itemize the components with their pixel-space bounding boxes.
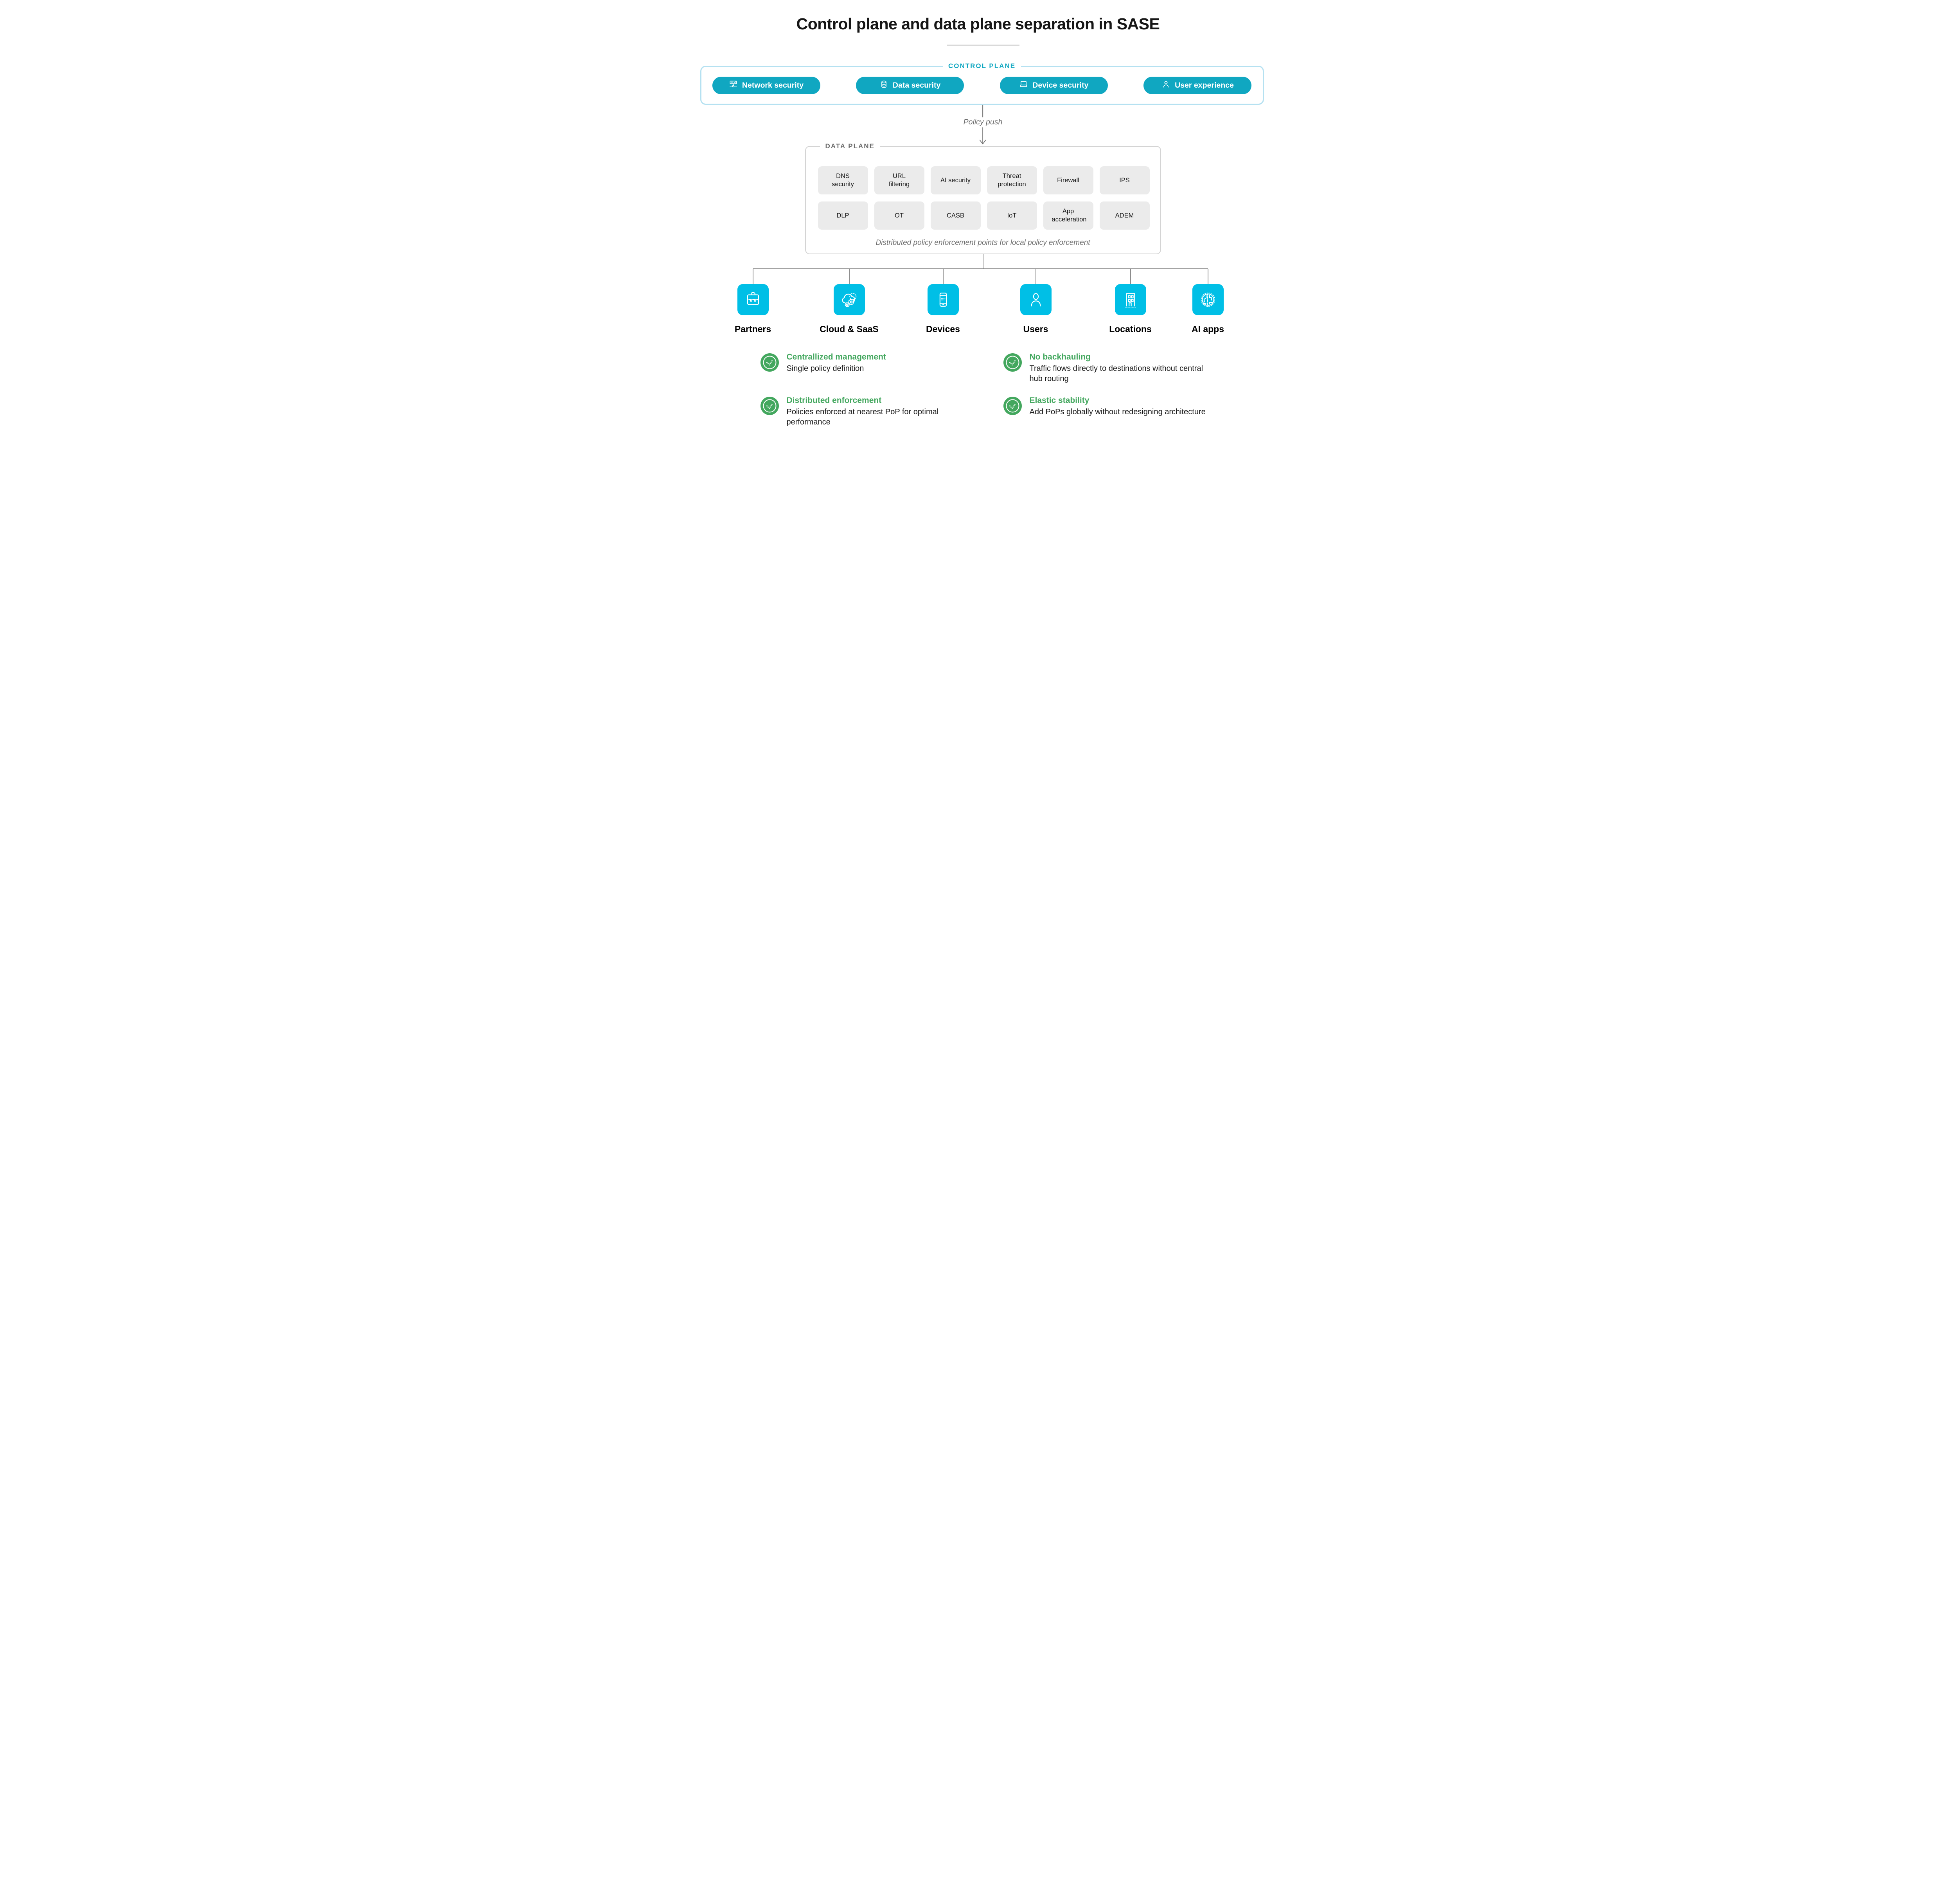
pill-label: User experience <box>1175 81 1234 90</box>
data-plane-box-threat-protection: Threat protection <box>987 166 1037 194</box>
benefit-body: Policies enforced at nearest PoP for opt… <box>786 408 939 427</box>
sase-diagram: Control plane and data plane separation … <box>676 0 1280 441</box>
benefit-no-backhauling: No backhauling Traffic flows directly to… <box>1003 352 1210 384</box>
data-plane-box-dns-security: DNS security <box>818 166 868 194</box>
endpoint-ai-apps: AI apps <box>1165 284 1251 334</box>
endpoint-label: Cloud & SaaS <box>820 324 879 334</box>
data-plane-box-ai-security: AI security <box>930 166 981 194</box>
pill-network-security: Network security <box>712 76 820 94</box>
data-plane-box-dlp: DLP <box>818 201 868 230</box>
policy-push-arrow: Policy push <box>963 105 1003 146</box>
pill-user-experience: User experience <box>1143 76 1252 94</box>
endpoint-label: AI apps <box>1191 324 1224 334</box>
arrow-down-icon <box>980 127 986 144</box>
data-plane-box-adem: ADEM <box>1099 201 1150 230</box>
endpoint-label: Partners <box>734 324 771 334</box>
pill-data-security: Data security <box>856 76 964 94</box>
benefit-distributed-enforcement: Distributed enforcement Policies enforce… <box>760 396 967 428</box>
data-plane-box-firewall: Firewall <box>1043 166 1093 194</box>
connector-lines <box>752 254 1208 284</box>
data-plane-box-ips: IPS <box>1099 166 1150 194</box>
benefit-body: Add PoPs globally without redesigning ar… <box>1029 408 1206 416</box>
data-plane-caption: Distributed policy enforcement points fo… <box>876 239 1090 247</box>
database-icon <box>879 80 888 91</box>
benefit-heading: No backhauling <box>1029 352 1091 361</box>
smartphone-icon <box>927 284 959 315</box>
data-plane-box-url-filtering: URL filtering <box>874 166 924 194</box>
endpoint-cloud-saas: Cloud & SaaS <box>806 284 892 334</box>
endpoint-locations: Locations <box>1088 284 1174 334</box>
user-icon <box>1020 284 1052 315</box>
pill-label: Data security <box>892 81 941 90</box>
endpoint-label: Users <box>1023 324 1048 334</box>
benefit-heading: Centrallized management <box>786 352 886 361</box>
data-plane-container: DATA PLANE DNS security URL filtering AI… <box>805 142 1161 254</box>
endpoint-label: Devices <box>926 324 960 334</box>
pill-device-security: Device security <box>1000 76 1108 94</box>
control-plane-container: CONTROL PLANE Network security <box>700 62 1264 105</box>
cloud-gears-icon <box>833 284 865 315</box>
person-icon <box>1161 80 1170 91</box>
check-icon <box>1003 353 1022 372</box>
benefit-heading: Elastic stability <box>1029 396 1089 405</box>
laptop-icon <box>1019 80 1028 91</box>
benefit-heading: Distributed enforcement <box>786 396 882 405</box>
control-plane-pills: Network security Data security <box>701 67 1263 104</box>
benefit-body: Single policy definition <box>786 364 864 373</box>
network-server-icon <box>729 80 738 91</box>
check-icon <box>760 397 779 415</box>
building-icon <box>1115 284 1146 315</box>
policy-push-label: Policy push <box>963 118 1003 126</box>
data-plane-label: DATA PLANE <box>820 142 880 150</box>
data-plane-box-casb: CASB <box>930 201 981 230</box>
check-icon <box>1003 397 1022 415</box>
data-plane-box-iot: IoT <box>987 201 1037 230</box>
control-plane-label: CONTROL PLANE <box>942 62 1021 70</box>
benefit-elastic-stability: Elastic stability Add PoPs globally with… <box>1003 396 1206 417</box>
data-plane-box-ot: OT <box>874 201 924 230</box>
check-icon <box>760 353 779 372</box>
endpoint-users: Users <box>993 284 1079 334</box>
pill-label: Device security <box>1032 81 1089 90</box>
page-title: Control plane and data plane separation … <box>796 15 1160 33</box>
endpoint-devices: Devices <box>900 284 986 334</box>
data-plane-box-app-acceleration: App acceleration <box>1043 201 1093 230</box>
endpoint-partners: Partners <box>710 284 796 334</box>
endpoint-label: Locations <box>1109 324 1152 334</box>
benefit-centralized-management: Centrallized management Single policy de… <box>760 352 886 374</box>
data-plane-grid: DNS security URL filtering AI security T… <box>818 166 1150 230</box>
briefcase-icon <box>737 284 769 315</box>
benefit-body: Traffic flows directly to destinations w… <box>1029 364 1203 383</box>
title-divider <box>946 45 1019 46</box>
ai-brain-icon <box>1192 284 1224 315</box>
pill-label: Network security <box>742 81 804 90</box>
